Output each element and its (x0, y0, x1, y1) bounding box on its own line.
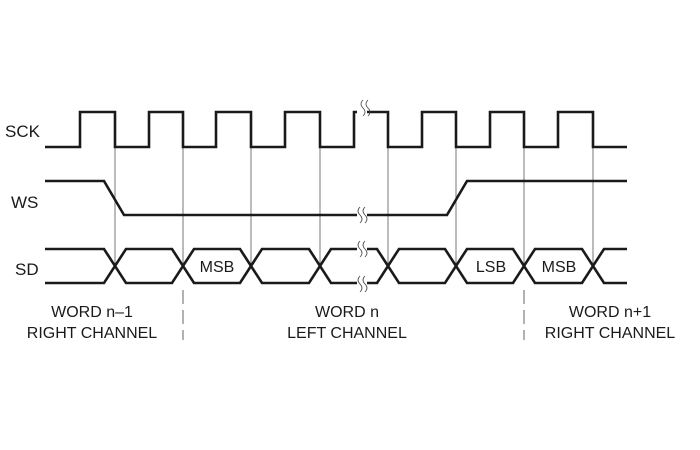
word-prev-channel: RIGHT CHANNEL (27, 325, 157, 342)
sd-label: SD (15, 260, 39, 279)
word-current-channel: LEFT CHANNEL (287, 325, 407, 342)
ws-label: WS (11, 193, 38, 212)
sd-waveform (45, 247, 627, 285)
word-current-label: WORD n (315, 304, 379, 321)
msb-next-bit-label: MSB (542, 259, 577, 276)
ws-waveform (45, 179, 627, 217)
word-next-channel: RIGHT CHANNEL (545, 325, 675, 342)
lsb-bit-label: LSB (476, 259, 506, 276)
sck-waveform (45, 110, 627, 149)
sck-label: SCK (5, 122, 41, 141)
word-prev-label: WORD n–1 (51, 304, 133, 321)
msb-bit-label: MSB (200, 259, 235, 276)
edge-reference-lines (114, 147, 594, 266)
time-break-marks (357, 98, 371, 293)
word-next-label: WORD n+1 (569, 304, 651, 321)
